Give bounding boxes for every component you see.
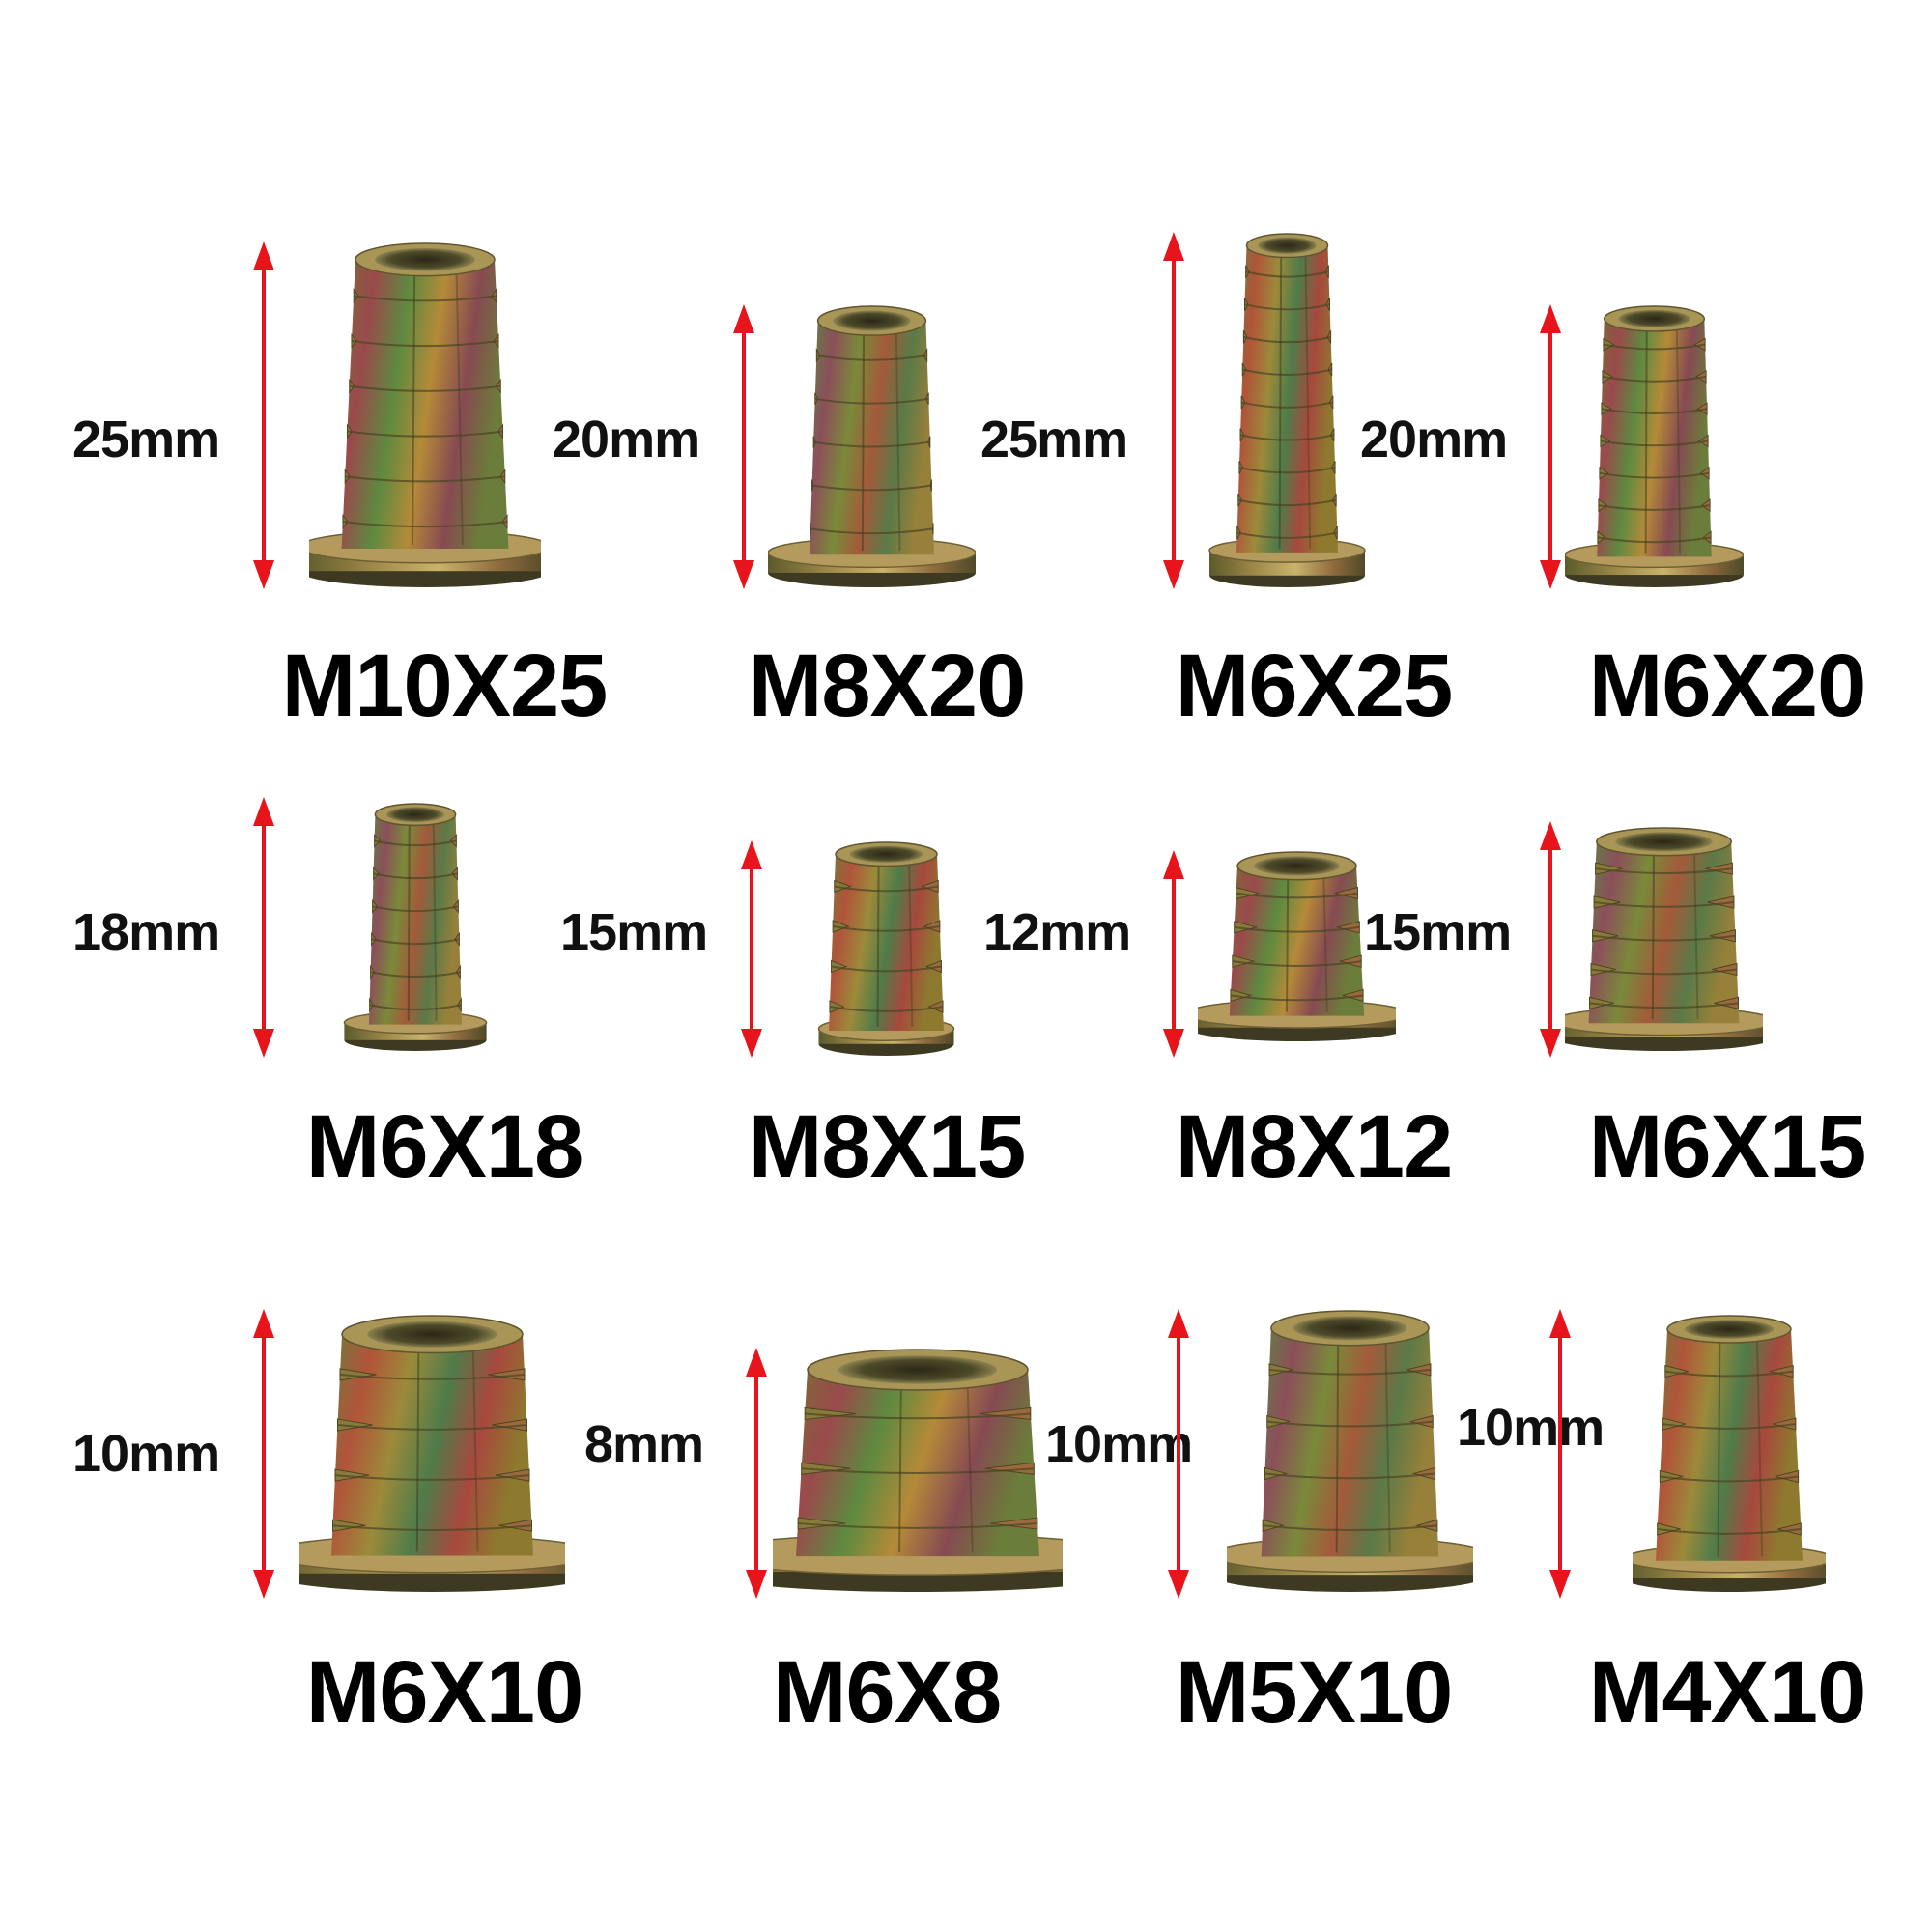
size-label: M5X10	[1175, 1643, 1453, 1742]
threaded-insert-icon	[299, 1315, 565, 1592]
length-label: 20mm	[1360, 411, 1508, 469]
dimension-arrow	[253, 797, 274, 1058]
size-label: M6X25	[1175, 637, 1453, 735]
dimension-arrow	[1163, 232, 1184, 589]
dimension-arrow	[1540, 304, 1561, 589]
dimension-arrow	[253, 242, 274, 589]
size-label: M10X25	[281, 637, 609, 735]
threaded-insert-icon	[1565, 827, 1763, 1051]
threaded-insert-icon	[817, 841, 955, 1056]
threaded-insert-icon	[1198, 851, 1396, 1041]
length-label: 15mm	[1364, 903, 1512, 961]
size-label: M6X15	[1588, 1097, 1866, 1196]
size-label: M8X12	[1175, 1097, 1453, 1196]
length-label: 10mm	[72, 1425, 220, 1483]
dimension-arrow	[1549, 1309, 1571, 1599]
threaded-insert-icon	[343, 803, 488, 1051]
size-label: M6X10	[305, 1643, 583, 1742]
length-label: 20mm	[553, 411, 700, 469]
length-label: 25mm	[72, 411, 220, 469]
length-label: 10mm	[1045, 1415, 1193, 1473]
threaded-insert-icon	[1633, 1315, 1826, 1592]
dimension-arrow	[741, 840, 762, 1058]
dimension-arrow	[746, 1348, 767, 1599]
length-label: 8mm	[584, 1415, 704, 1473]
threaded-insert-icon	[768, 305, 976, 587]
dimension-arrow	[1540, 821, 1561, 1058]
size-label: M8X15	[748, 1097, 1026, 1196]
threaded-insert-icon	[1565, 305, 1744, 587]
length-label: 12mm	[983, 903, 1131, 961]
dimension-arrow	[1168, 1309, 1189, 1599]
dimension-arrow	[733, 304, 754, 589]
length-label: 15mm	[560, 903, 708, 961]
size-label: M6X20	[1588, 637, 1866, 735]
threaded-insert-icon	[773, 1349, 1063, 1592]
threaded-insert-icon	[1208, 233, 1366, 587]
length-label: 18mm	[72, 903, 220, 961]
threaded-insert-icon	[309, 242, 541, 587]
threaded-insert-icon	[1227, 1310, 1473, 1592]
size-label: M4X10	[1588, 1643, 1866, 1742]
length-label: 25mm	[980, 411, 1128, 469]
size-label: M6X8	[772, 1643, 1002, 1742]
dimension-arrow	[1163, 850, 1184, 1058]
size-label: M6X18	[305, 1097, 583, 1196]
dimension-arrow	[253, 1309, 274, 1599]
length-label: 10mm	[1457, 1399, 1605, 1457]
size-label: M8X20	[748, 637, 1026, 735]
